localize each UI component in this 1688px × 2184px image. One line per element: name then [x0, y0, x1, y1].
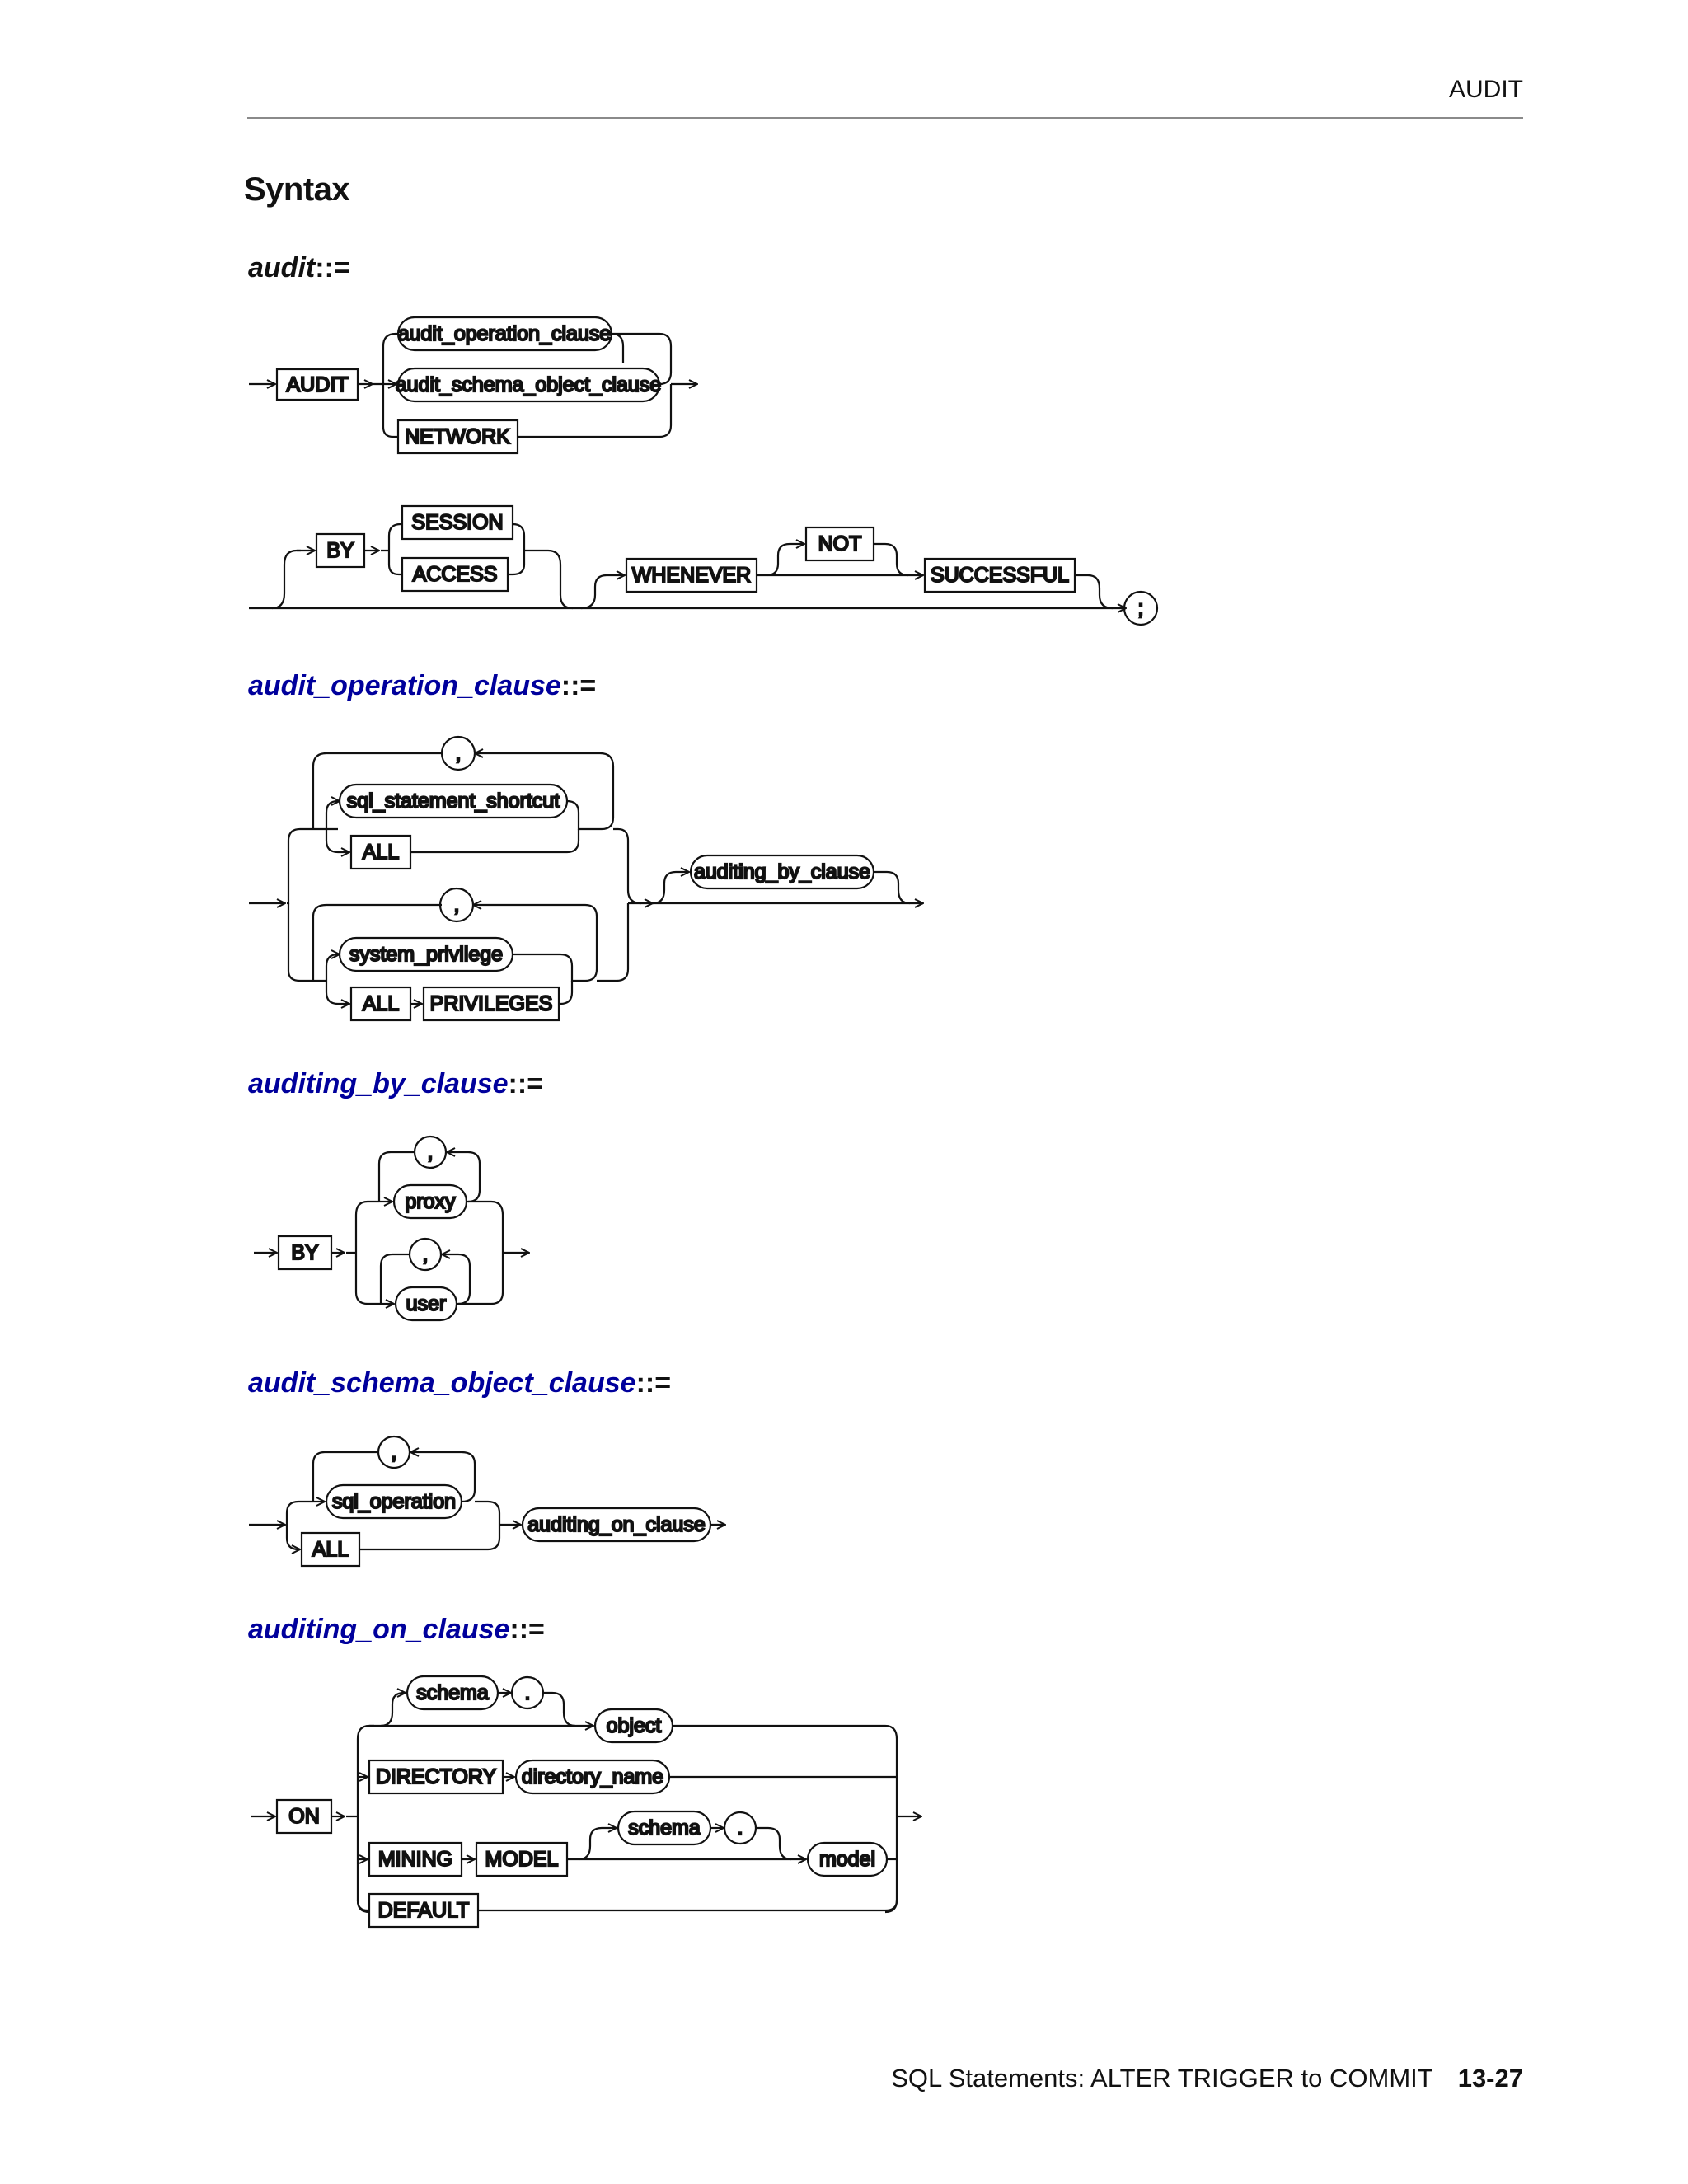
nonterminal-sql-operation[interactable] [325, 1483, 463, 1520]
rule-name: audit [248, 252, 316, 284]
nonterminal-label: audit_schema_object_clause [396, 373, 661, 396]
nonterminal-label: system_privilege [349, 943, 503, 966]
terminal-label: , [454, 893, 460, 916]
terminal-semicolon [1123, 590, 1159, 626]
keyword-label: SUCCESSFUL [931, 564, 1069, 587]
keyword-label: MINING [378, 1848, 452, 1871]
rule-assign: ::= [560, 670, 597, 701]
keyword-session [401, 504, 514, 541]
rule-title-auditing-by-clause[interactable]: auditing_by_clause::= [248, 1068, 543, 1100]
section-heading: Syntax [244, 171, 350, 208]
terminal-comma [408, 1237, 443, 1272]
nonterminal-label: directory_name [522, 1765, 663, 1788]
rule-title-auditing-on-clause[interactable]: auditing_on_clause::= [248, 1614, 545, 1646]
nonterminal-label: sql_operation [332, 1490, 456, 1513]
nonterminal-label: model [819, 1848, 875, 1871]
terminal-label: , [423, 1243, 429, 1266]
rule-name-link[interactable]: auditing_on_clause [248, 1614, 510, 1645]
keyword-label: BY [291, 1241, 319, 1264]
terminal-comma [438, 887, 475, 923]
nonterminal-audit-operation-clause[interactable] [396, 316, 613, 352]
nonterminal-label: auditing_on_clause [528, 1513, 705, 1536]
rule-assign: ::= [635, 1367, 672, 1399]
nonterminal-label: auditing_by_clause [694, 860, 870, 883]
keyword-label: SESSION [411, 511, 503, 534]
footer-text: SQL Statements: ALTER TRIGGER to COMMIT [891, 2064, 1433, 2093]
rule-title-audit-operation-clause[interactable]: audit_operation_clause::= [248, 670, 596, 702]
keyword-label: WHENEVER [632, 564, 751, 587]
terminal-comma [377, 1435, 411, 1469]
diagram-audit-schema-object-clause: , sql_operation ALL auditing_on_clause [249, 1435, 725, 1568]
rule-name-link[interactable]: audit_operation_clause [248, 670, 561, 701]
rule-assign: ::= [509, 1614, 545, 1645]
keyword-label: DEFAULT [378, 1899, 470, 1922]
header-title: AUDIT [1449, 76, 1523, 103]
diagram-auditing-by-clause: BY , proxy , user [254, 1135, 529, 1322]
terminal-comma [413, 1135, 448, 1169]
keyword-label: NOT [818, 532, 862, 555]
nonterminal-label: user [406, 1292, 447, 1315]
terminal-label: , [456, 742, 462, 765]
keyword-label: PRIVILEGES [430, 992, 553, 1015]
nonterminal-label: audit_operation_clause [398, 322, 612, 345]
keyword-label: ALL [363, 992, 400, 1015]
rule-name-link[interactable]: audit_schema_object_clause [248, 1367, 636, 1399]
terminal-label: . [738, 1816, 743, 1840]
diagram-audit-operation-clause: , sql_statement_shortcut ALL , system_pr… [249, 735, 923, 1022]
terminal-label: ; [1138, 597, 1144, 620]
nonterminal-label: proxy [405, 1190, 456, 1213]
keyword-label: ALL [312, 1538, 349, 1561]
nonterminal-label: schema [628, 1816, 701, 1840]
keyword-label: ON [288, 1805, 320, 1828]
keyword-label: BY [326, 539, 354, 562]
nonterminal-label: sql_statement_shortcut [347, 790, 560, 813]
nonterminal-audit-schema-object-clause[interactable] [396, 367, 661, 403]
page-number: 13-27 [1457, 2064, 1523, 2093]
rule-assign: ::= [315, 252, 350, 284]
keyword-label: MODEL [485, 1848, 559, 1871]
keyword-label: NETWORK [405, 425, 510, 448]
nonterminal-label: schema [416, 1681, 489, 1704]
rule-name-link[interactable]: auditing_by_clause [248, 1068, 509, 1099]
rule-title-audit-schema-object-clause[interactable]: audit_schema_object_clause::= [248, 1367, 671, 1399]
keyword-audit-label: AUDIT [287, 373, 349, 396]
terminal-label: . [525, 1681, 531, 1704]
rule-assign: ::= [508, 1068, 544, 1099]
terminal-label: , [428, 1141, 434, 1164]
keyword-label: ALL [363, 841, 400, 864]
diagram-audit: AUDIT audit_operation_clause audit_schem… [249, 316, 1159, 626]
keyword-label: DIRECTORY [376, 1765, 497, 1788]
diagram-auditing-on-clause: ON schema . object DIRECTORY directory_n… [251, 1675, 921, 1929]
nonterminal-label: object [607, 1714, 662, 1737]
terminal-comma [440, 735, 476, 771]
page-footer: SQL Statements: ALTER TRIGGER to COMMIT 1… [891, 2064, 1523, 2093]
keyword-network [396, 419, 519, 455]
rule-title-audit: audit::= [248, 252, 350, 284]
page-header: AUDIT [247, 73, 1523, 119]
terminal-label: , [392, 1441, 397, 1464]
keyword-label: ACCESS [413, 563, 498, 586]
